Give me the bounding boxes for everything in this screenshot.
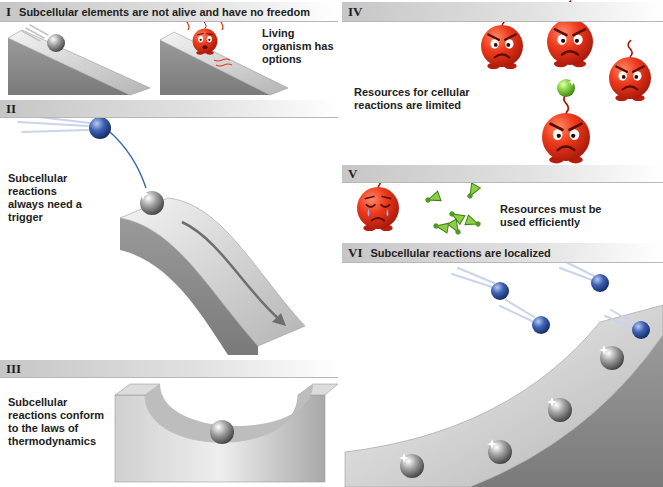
- illustration-part: [345, 305, 663, 487]
- panel-number: VI: [348, 245, 362, 261]
- illustration-part: [433, 221, 449, 233]
- illustration-part: [47, 34, 65, 52]
- localized-ramp: [345, 262, 663, 487]
- panel-statement: Resources for cellular reactions are lim…: [354, 86, 472, 112]
- illustration-part: [487, 439, 497, 449]
- illustration-part: [548, 398, 572, 422]
- illustration-part: [491, 282, 509, 300]
- panel-header: IIISubcellular reactions conform to the …: [0, 360, 338, 378]
- ramp-left: [8, 25, 150, 95]
- illustration-part: [532, 316, 550, 334]
- illustration-part: [488, 440, 512, 464]
- annotation-text: Living organism has options: [262, 27, 336, 66]
- illustration-part: [18, 116, 90, 132]
- panel-statement: Subcellular reactions always need a trig…: [8, 172, 86, 224]
- illustration-part: [600, 346, 624, 370]
- panel-statement: Resources must be used efficiently: [500, 203, 625, 229]
- competing-organisms: [481, 1, 651, 164]
- panel-number: III: [6, 361, 21, 377]
- illustration-part: [137, 188, 149, 200]
- panel-statement: Subcellular elements are not alive and h…: [19, 6, 310, 18]
- illustration-part: [464, 183, 480, 201]
- illustration-part: [424, 191, 441, 205]
- illustration-part: [115, 395, 325, 482]
- illustration-part: [632, 321, 650, 339]
- illustration-part: [609, 40, 651, 101]
- panel-statement: Subcellular reactions conform to the law…: [8, 396, 110, 448]
- illustration-part: [214, 59, 232, 66]
- illustration-part: [542, 94, 590, 164]
- illustration-part: [399, 453, 409, 463]
- panel-number: V: [348, 166, 357, 182]
- illustration-part: [591, 274, 609, 292]
- illustration-part: [120, 198, 305, 346]
- illustration-part: [465, 215, 482, 229]
- panel-header: VResources must be used efficiently: [342, 165, 663, 183]
- illustration-part: [193, 19, 218, 55]
- panel-header: I Subcellular elements are not alive and …: [0, 2, 338, 22]
- panel-header: IVResources for cellular reactions are l…: [342, 2, 663, 22]
- panel-number: IV: [348, 4, 362, 20]
- illustration-part: [8, 30, 150, 95]
- panel-header: IISubcellular reactions always need a tr…: [0, 100, 338, 118]
- slope-trigger: [18, 116, 305, 355]
- illustration-part: [89, 117, 111, 139]
- illustration-part: [448, 219, 464, 237]
- panel-header: VI Subcellular reactions are localized: [342, 243, 663, 263]
- illustration-part: [400, 454, 424, 478]
- illustration-part: [22, 25, 48, 41]
- panel-number: II: [6, 101, 16, 117]
- illustration-part: [110, 132, 146, 188]
- illustration-part: [210, 420, 234, 444]
- illustration-part: [599, 345, 609, 355]
- illustration-part: [547, 397, 557, 407]
- illustration-part: [182, 222, 280, 320]
- illustration-part: [272, 313, 286, 326]
- panel-statement: Subcellular reactions are localized: [370, 247, 550, 259]
- thermodynamic-well: [115, 384, 338, 482]
- illustration-part: [568, 78, 576, 86]
- illustration-part: [557, 79, 575, 97]
- panel-number: I: [6, 4, 11, 20]
